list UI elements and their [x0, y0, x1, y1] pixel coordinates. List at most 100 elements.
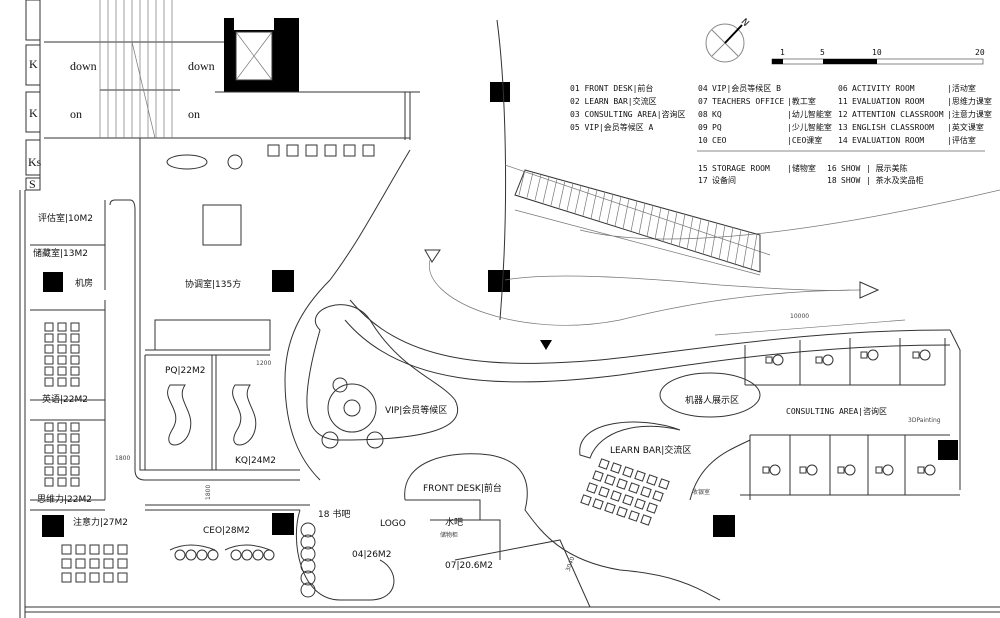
chair [263, 549, 275, 561]
dimension-label: 1200 [256, 360, 271, 367]
chair [44, 344, 54, 354]
ramp-tread [606, 194, 614, 224]
ramp-tread [622, 198, 630, 229]
legend-en: SHOW [841, 164, 860, 173]
corridor [344, 299, 961, 490]
chair [765, 356, 773, 364]
room-label-storage-cabinet: 储物柜 [440, 531, 458, 539]
room-label-attention: 注意力|27M2 [73, 516, 128, 528]
ramp-tread [686, 216, 694, 250]
north-compass-icon: N [705, 17, 750, 63]
chair [343, 144, 356, 157]
legend-num: 16 [827, 164, 837, 173]
legend-num: 15 [698, 164, 708, 173]
room-label-water-bar: 水吧 [445, 516, 463, 528]
legend-en: ATTENTION CLASSROOM [852, 110, 944, 119]
chair [652, 490, 664, 502]
room-label-english: 英语|22M2 [42, 393, 88, 405]
chair [44, 433, 54, 443]
legend-en: EVALUATION ROOM [852, 136, 924, 145]
room-label-robot: 机器人展示区 [685, 394, 739, 406]
chair [362, 144, 375, 157]
chair [70, 333, 80, 343]
chair [640, 486, 652, 498]
room-label-3d-painting: 3DPainting [908, 417, 941, 424]
chair [44, 444, 54, 454]
room-label-storage: 储藏室|13M2 [33, 247, 88, 259]
chair [89, 544, 100, 555]
chair [844, 464, 856, 476]
room-label-consulting: CONSULTING AREA|咨询区 [786, 406, 887, 416]
stair-down-label: down [188, 59, 215, 73]
chair [61, 558, 72, 569]
ramp-tread [590, 189, 598, 219]
ramp-tread [726, 227, 734, 263]
chair [207, 549, 219, 561]
scale-tick: 10 [872, 48, 882, 57]
chair [70, 377, 80, 387]
chair [305, 144, 318, 157]
chair [44, 422, 54, 432]
legend-num: 18 [827, 176, 837, 185]
room-label-ceo: CEO|28M2 [203, 526, 250, 536]
scale-tick: 20 [975, 48, 985, 57]
room-label-logo: LOGO [380, 519, 406, 529]
chair [622, 466, 634, 478]
chair [57, 466, 67, 476]
chair [628, 510, 640, 522]
legend-cn: |思维力课室 [947, 96, 992, 106]
chair [44, 377, 54, 387]
room-label-04: 04|26M2 [352, 550, 391, 560]
legend-en: EVALUATION ROOM [852, 97, 924, 106]
chair [580, 494, 592, 506]
ramp-tread [662, 209, 670, 242]
legend-en: PQ [712, 123, 722, 132]
legend-en: VIP|会员等候区 B [712, 83, 781, 93]
legend-en: CEO [712, 136, 727, 145]
legend-cn: | 展示美陈 [866, 163, 908, 173]
ramp-tread [646, 205, 654, 237]
chair [634, 498, 646, 510]
room-label-learn-bar: LEARN BAR|交流区 [610, 444, 691, 456]
ramp-tread [550, 178, 558, 206]
legend-en: KQ [712, 110, 722, 119]
chair [610, 462, 622, 474]
legend-cn: |CEO课室 [787, 135, 822, 145]
chair [610, 490, 622, 502]
legend-item: 05 VIP|会员等候区 A [570, 122, 654, 132]
room-label-kq: KQ|24M2 [235, 456, 276, 466]
legend-num: 10 [698, 136, 708, 145]
dimension-label: 1800 [115, 455, 130, 462]
seat [300, 522, 316, 538]
chair [57, 455, 67, 465]
chair [57, 422, 67, 432]
chair [61, 572, 72, 583]
chair [117, 558, 128, 569]
chair [174, 549, 186, 561]
chair [822, 354, 834, 366]
scale-tick: 1 [780, 48, 785, 57]
chair [586, 482, 598, 494]
chair [598, 458, 610, 470]
chair [646, 502, 658, 514]
chair [57, 477, 67, 487]
ramp-tread [638, 202, 646, 235]
legend-cn: |活动室 [947, 83, 976, 93]
dimension-label: 10000 [790, 313, 809, 320]
legend-cn: |少儿智能室 [787, 122, 832, 132]
room-label-book-bar: 18 书吧 [318, 509, 350, 520]
room-label-pq: PQ|22M2 [165, 366, 206, 376]
chair [598, 486, 610, 498]
legend-num: 17 [698, 176, 708, 185]
chair [70, 322, 80, 332]
chair [196, 549, 208, 561]
key-label: K [29, 57, 38, 71]
seat [300, 558, 316, 574]
chair [57, 333, 67, 343]
legend-en: ENGLISH CLASSROOM [852, 123, 934, 132]
chair [57, 433, 67, 443]
legend-en: TEACHERS OFFICE [712, 97, 784, 106]
chair [806, 464, 818, 476]
robot-display [659, 372, 761, 418]
front-desk-outline [404, 453, 721, 601]
